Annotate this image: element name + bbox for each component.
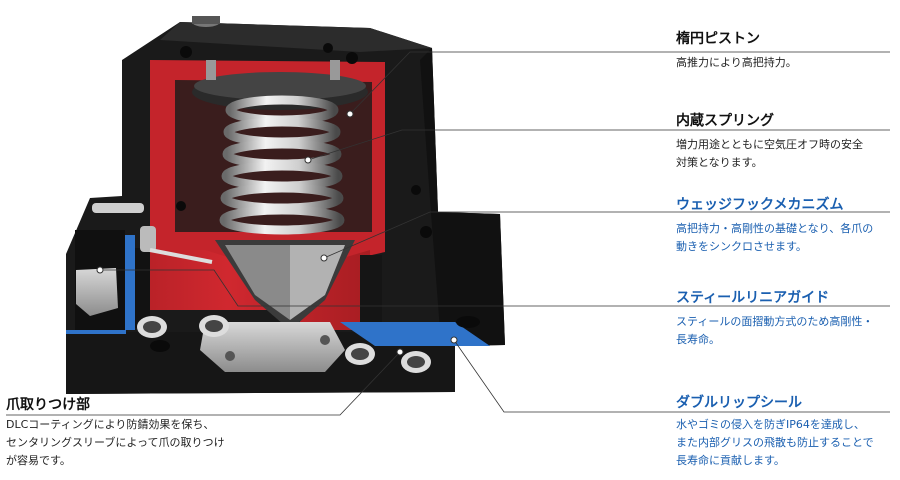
- callout-piston: 楕円ピストン 高推力により高把持力。: [676, 30, 797, 72]
- callout-title-wedge: ウェッジフックメカニズム: [676, 197, 844, 213]
- callout-jaw-mount: 爪取りつけ部 DLCコーティングにより防錆効果を保ち、 センタリングスリーブによ…: [6, 396, 225, 470]
- highlighted-title: ダブルリップシール: [676, 395, 802, 411]
- callout-text-jaw: DLCコーティングにより防錆効果を保ち、 センタリングスリーブによって爪の取りつ…: [6, 416, 225, 470]
- callout-double-lip-seal: ダブルリップシール 水やゴミの侵入を防ぎIP64を達成し、 また内部グリスの飛散…: [676, 394, 874, 470]
- mounting-holes: [176, 43, 480, 328]
- callout-line: 対策となります。: [676, 156, 763, 169]
- callout-line: 高推力により高把持力。: [676, 56, 797, 69]
- callout-text-guide: スティールの面摺動方式のため高剛性・ 長寿命。: [676, 313, 873, 349]
- leader-lines: [6, 51, 890, 416]
- callout-text-piston: 高推力により高把持力。: [676, 54, 797, 72]
- callout-line: 水やゴミの侵入を防ぎIP64を達成し、: [676, 418, 865, 431]
- callout-line: が容易です。: [6, 454, 71, 467]
- leader-line-jaw: [6, 351, 401, 416]
- callout-text-wedge: 高把持力・高剛性の基礎となり、各爪の 動きをシンクロさせます。: [676, 220, 873, 256]
- jaw-block: [76, 203, 213, 316]
- callout-title-seal: ダブルリップシール: [676, 394, 874, 412]
- callout-title-jaw: 爪取りつけ部: [6, 397, 91, 413]
- internal-spring: [219, 95, 345, 235]
- leader-line-wedge: [323, 211, 890, 259]
- callout-linear-guide: スティールリニアガイド スティールの面摺動方式のため高剛性・ 長寿命。: [676, 289, 873, 349]
- leader-line-piston: [349, 51, 890, 115]
- highlighted-title: スティールリニアガイド: [676, 290, 830, 306]
- callout-wedge: ウェッジフックメカニズム 高把持力・高剛性の基礎となり、各爪の 動きをシンクロさ…: [676, 196, 873, 256]
- jaw-mount-plate: [200, 322, 345, 372]
- callout-line: 動きをシンクロさせます。: [676, 240, 807, 253]
- callout-title-piston: 楕円ピストン: [676, 31, 760, 47]
- callout-text-seal: 水やゴミの侵入を防ぎIP64を達成し、 また内部グリスの飛散も防止することで 長…: [676, 416, 874, 470]
- leader-line-seal: [453, 339, 890, 413]
- callout-line: また内部グリスの飛散も防止することで: [676, 436, 874, 449]
- leader-line-guide: [100, 269, 890, 307]
- centering-sleeves: [137, 315, 431, 373]
- leader-dots: [96, 110, 458, 356]
- callout-text-spring: 増力用途とともに空気圧オフ時の安全 対策となります。: [676, 136, 863, 172]
- callout-line: 長寿命。: [676, 333, 720, 346]
- callout-spring: 内蔵スプリング 増力用途とともに空気圧オフ時の安全 対策となります。: [676, 112, 863, 172]
- callout-line: 長寿命に貢献します。: [676, 454, 785, 467]
- callout-line: 高把持力・高剛性の基礎となり、各爪の: [676, 222, 874, 235]
- leader-line-spring: [307, 129, 890, 161]
- callout-line: 増力用途とともに空気圧オフ時の安全: [676, 138, 863, 151]
- callout-title-spring: 内蔵スプリング: [676, 113, 774, 129]
- callout-line: DLCコーティングにより防錆効果を保ち、: [6, 418, 215, 431]
- callout-line: スティールの面摺動方式のため高剛性・: [676, 315, 874, 328]
- callout-title-guide: スティールリニアガイド: [676, 289, 873, 307]
- callout-line: センタリングスリーブによって爪の取りつけ: [6, 436, 225, 449]
